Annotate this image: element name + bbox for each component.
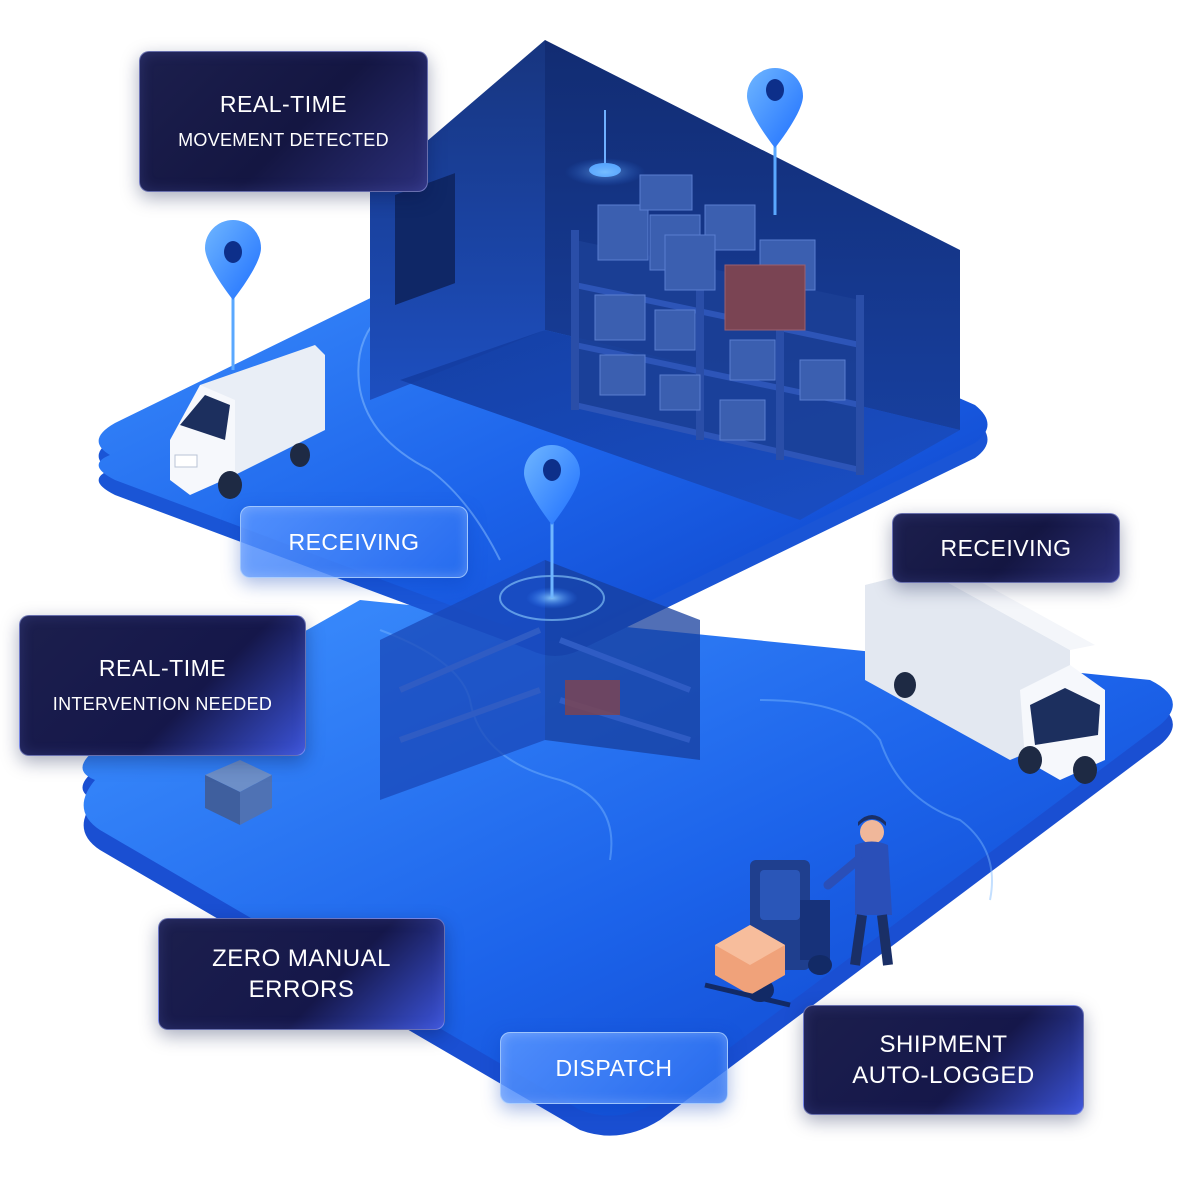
lower-shelving [380,560,700,800]
location-pin-icon [205,220,261,370]
worker-forklift-icon [704,815,893,1008]
delivery-van-icon [170,345,325,499]
receiving-label-right: RECEIVING [892,513,1120,583]
receiving-left-text: RECEIVING [288,528,420,555]
location-pin-icon [499,445,605,621]
location-pin-icon [747,68,803,215]
box-truck-icon [865,565,1105,784]
intervention-needed-card: REAL-TIME INTERVENTION NEEDED [19,615,306,756]
intervention-card-subtitle: INTERVENTION NEEDED [52,694,273,715]
movement-card-title: REAL-TIME [219,91,348,118]
shipment-auto-logged-card: SHIPMENT AUTO-LOGGED [803,1005,1084,1115]
shelving-rack [571,174,864,475]
warehouse-building [370,40,960,520]
receiving-label-left: RECEIVING [240,506,468,578]
intervention-card-title: REAL-TIME [98,655,227,682]
shipment-line2: AUTO-LOGGED [852,1062,1035,1089]
zero-errors-line1: ZERO MANUAL [212,944,391,972]
movement-card-subtitle: MOVEMENT DETECTED [178,130,389,151]
zero-errors-line2: ERRORS [248,976,355,1003]
shipment-line1: SHIPMENT [879,1030,1008,1058]
receiving-right-text: RECEIVING [940,534,1072,561]
dispatch-text: DISPATCH [555,1054,673,1081]
dispatch-label: DISPATCH [500,1032,728,1104]
parcel-box-icon [205,760,272,825]
movement-detected-card: REAL-TIME MOVEMENT DETECTED [139,51,428,192]
zero-manual-errors-card: ZERO MANUAL ERRORS [158,918,445,1030]
